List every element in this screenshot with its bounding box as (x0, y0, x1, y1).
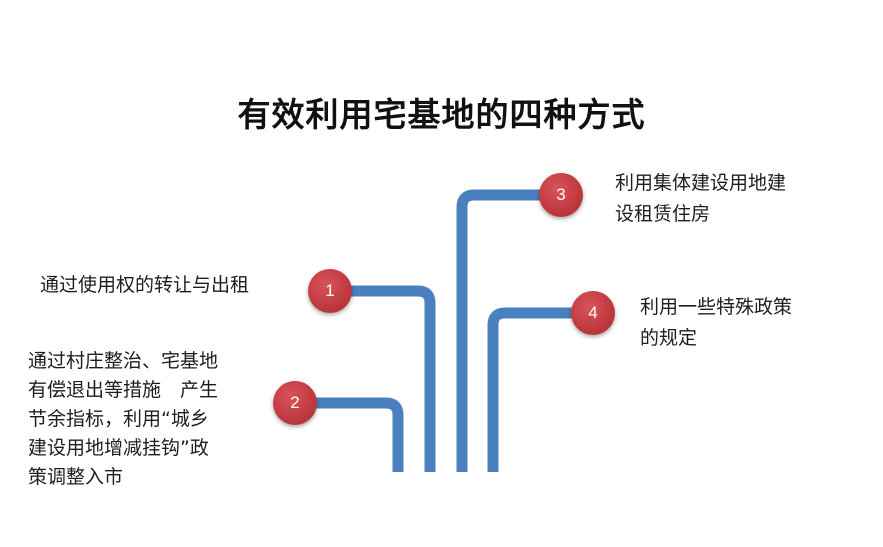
pipe-1 (330, 285, 436, 472)
label-3-line: 利用集体建设用地建 (615, 172, 787, 194)
pipe-3 (456, 189, 560, 472)
label-2-line: 有偿退出等措施 产生 (28, 379, 219, 401)
label-2-line: 通过村庄整治、宅基地 (28, 350, 219, 372)
label-4-line: 的规定 (640, 327, 698, 349)
label-1: 通过使用权的转让与出租 (40, 271, 249, 299)
label-3: 利用集体建设用地建 设租赁住房 (615, 168, 786, 230)
badge-3: 3 (539, 173, 583, 217)
label-2-line: 节余指标，利用“城乡 (28, 408, 209, 430)
label-2-line: 建设用地增减挂钩”政 (28, 437, 209, 459)
label-1-line: 通过使用权的转让与出租 (40, 274, 250, 296)
badge-2: 2 (273, 381, 317, 425)
pipe-4 (487, 307, 592, 472)
label-4: 利用一些特殊政策 的规定 (640, 292, 792, 354)
badge-1: 1 (308, 269, 352, 313)
label-2: 通过村庄整治、宅基地 有偿退出等措施 产生 节余指标，利用“城乡 建设用地增减挂… (28, 347, 218, 492)
diagram-title: 有效利用宅基地的四种方式 (237, 95, 646, 134)
label-3-line: 设租赁住房 (615, 203, 711, 225)
label-4-line: 利用一些特殊政策 (640, 296, 793, 318)
pipe-2 (295, 397, 404, 472)
badge-4: 4 (571, 291, 615, 335)
label-2-line: 策调整入市 (28, 466, 124, 488)
